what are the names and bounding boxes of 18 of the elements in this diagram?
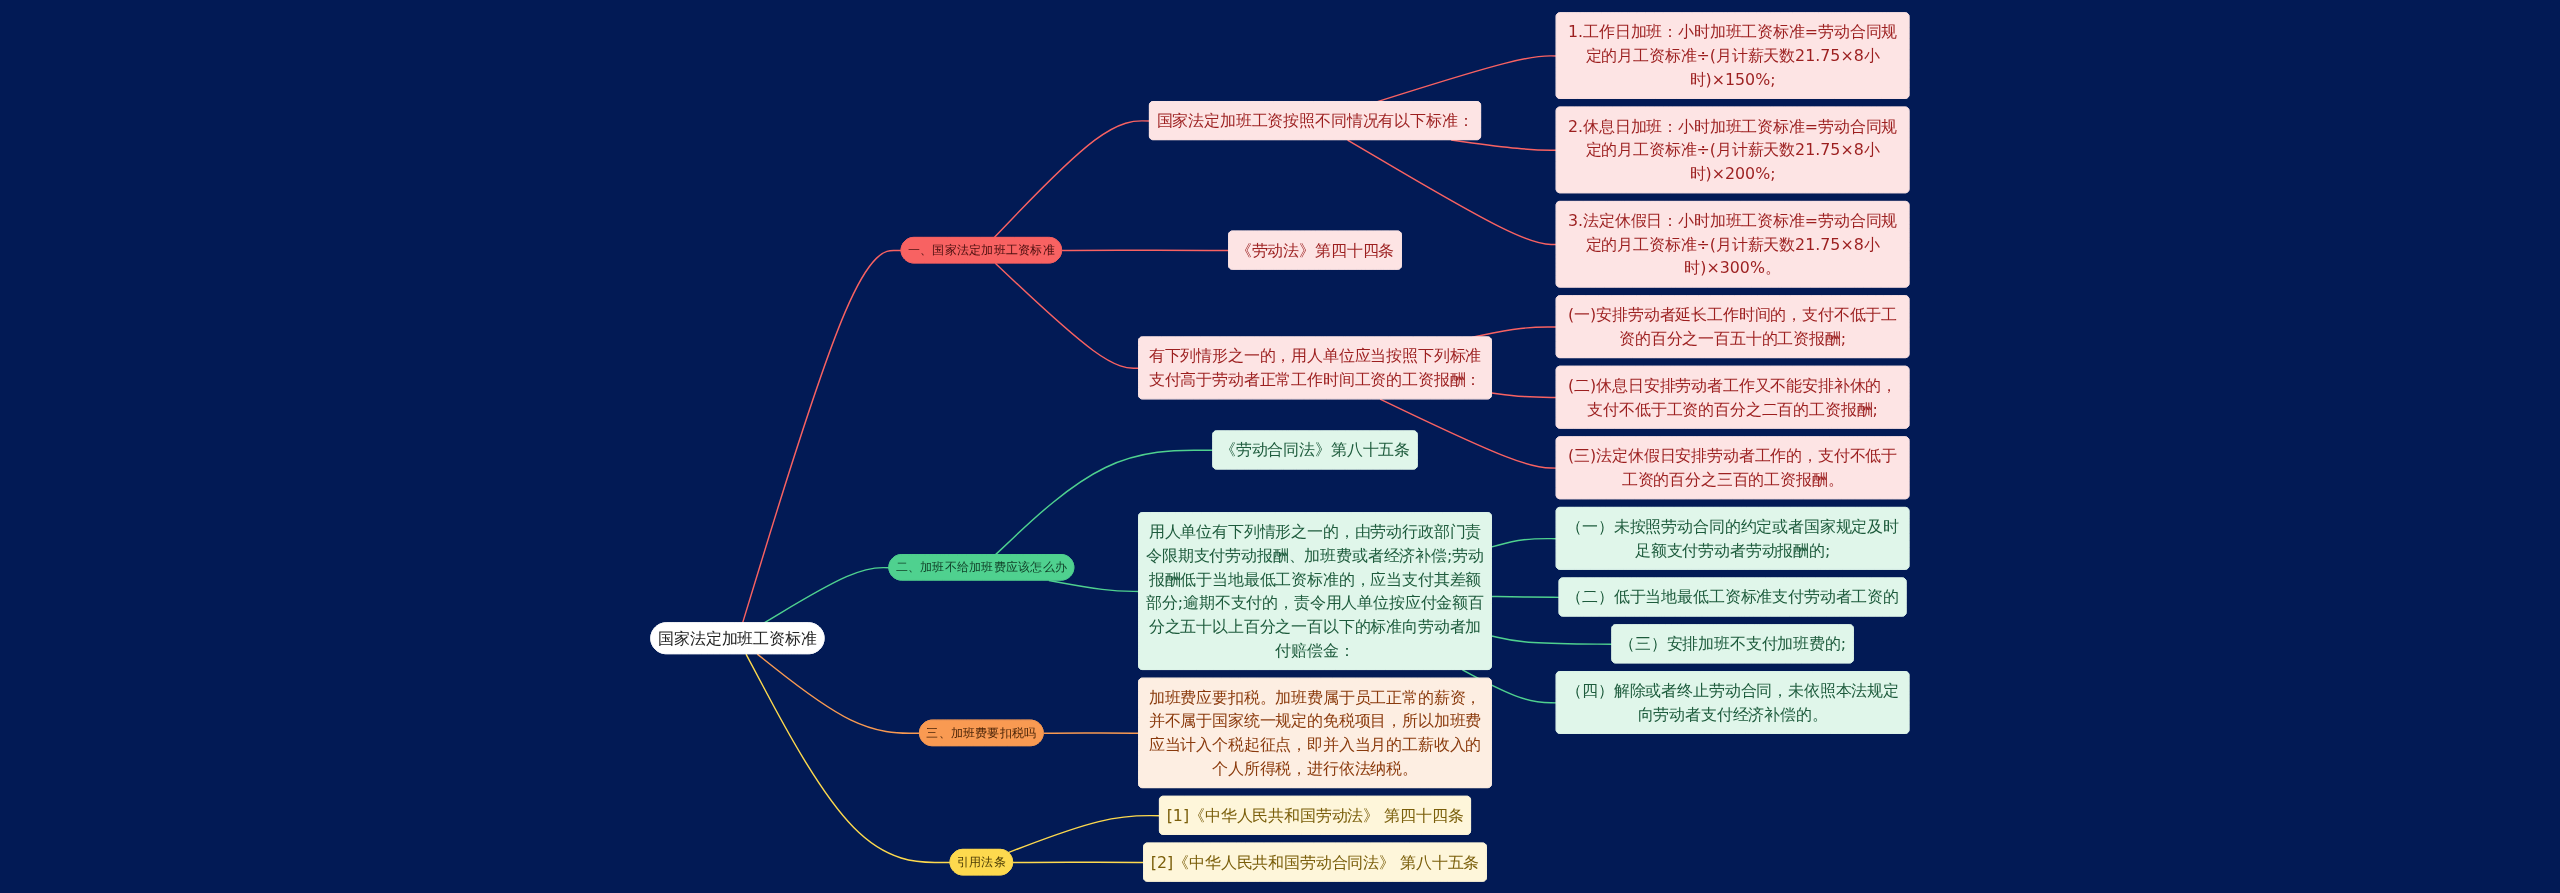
connector: [1048, 579, 1140, 592]
connector: [1347, 138, 1558, 245]
connector: [1450, 138, 1558, 151]
connector: [745, 652, 952, 863]
connector: [994, 262, 1140, 369]
connector: [1061, 249, 1230, 251]
connector: [994, 449, 1214, 556]
connector: [993, 119, 1151, 238]
connector: [756, 652, 921, 734]
connector: [1491, 595, 1561, 598]
connector: [1491, 537, 1558, 548]
connector: [1491, 391, 1558, 398]
connector: [1379, 397, 1558, 469]
connector: [741, 249, 903, 624]
connector: [763, 566, 891, 624]
connector: [1043, 731, 1140, 734]
connector: [1012, 861, 1145, 863]
connector: [1007, 814, 1161, 853]
